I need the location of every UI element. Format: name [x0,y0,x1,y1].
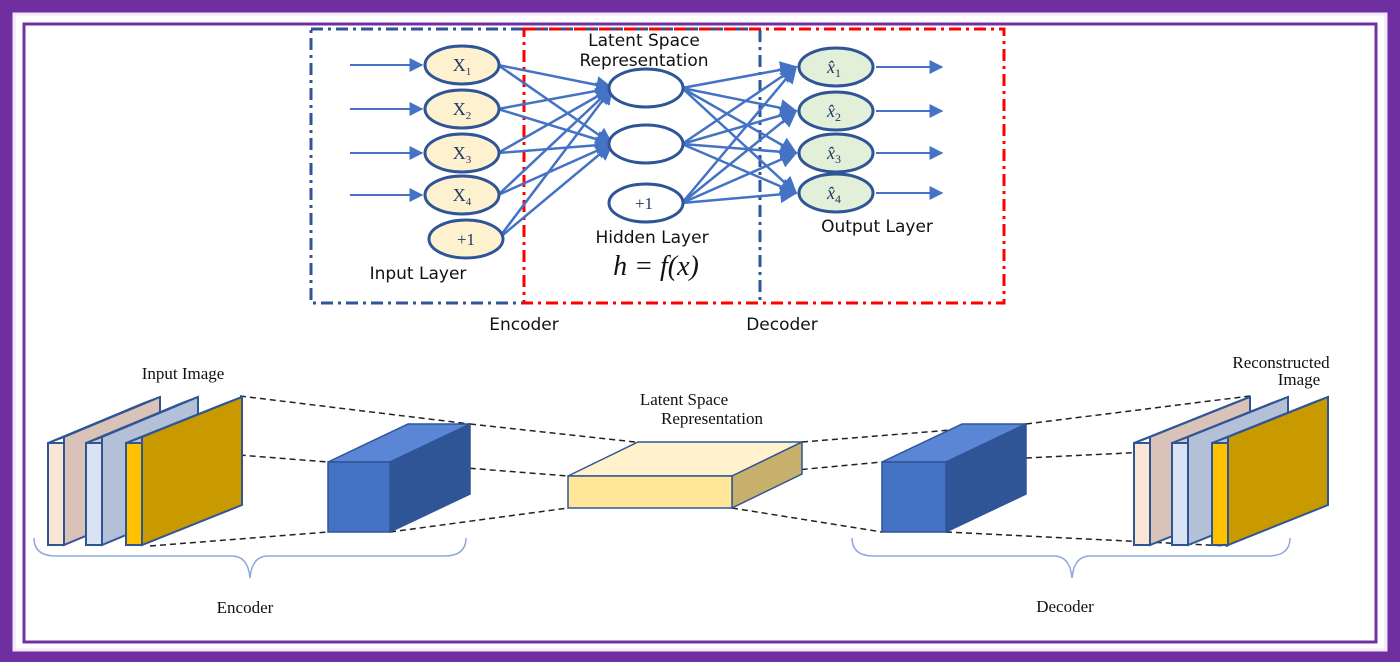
encoder-connection [497,142,614,240]
encoder-connection [497,63,614,94]
decoder-connection [681,151,798,205]
encoder-connection [497,136,614,155]
decoder-connection [681,109,798,204]
reconstructed-label-1: Reconstructed [1232,353,1330,372]
decoder-block [881,422,1027,534]
decoder-connection [681,142,798,195]
conv-autoencoder: Input Image Latent Space Representation … [33,353,1330,617]
encoder-connection [497,107,614,148]
hidden-bias-node [607,182,685,224]
encoder-connection [497,63,614,146]
latent-space-label-2: Representation [579,51,708,71]
hidden-formula: h = f(x) [613,251,699,282]
decoder-connection [681,87,798,195]
hidden-node [607,123,685,165]
encoder-label-top: Encoder [489,315,559,335]
reconstructed-image-stack [1133,395,1329,547]
latent-label-1: Latent Space [640,390,728,409]
output-node [797,132,875,174]
encoder-connection [497,86,614,240]
encoder-brace [33,537,467,579]
output-node [797,90,875,132]
encoder-connection [497,86,614,155]
encoder-block [327,422,471,534]
latent-label-2: Representation [661,409,763,428]
decoder-connection [681,86,798,117]
hidden-node [607,67,685,109]
input-image-stack [47,395,243,547]
decoder-connection [681,86,798,155]
input-layer-label: Input Layer [370,264,467,284]
encoder-connection [497,82,614,111]
input-image-label: Input Image [142,364,225,383]
input-node [423,174,501,216]
hidden-layer-label: Hidden Layer [595,228,708,248]
input-bias-node [427,218,505,260]
input-bias-label: +1 [457,230,475,249]
decoder-connection [681,142,798,161]
decoder-connection [681,61,798,90]
latent-space-label-1: Latent Space [588,31,700,51]
decoder-label-bottom: Decoder [1036,597,1094,616]
encoder-connection [497,86,614,196]
encoder-label-bottom: Encoder [217,598,274,617]
output-node [797,46,875,88]
output-layer-label: Output Layer [821,217,933,237]
input-node [423,132,501,174]
decoder-region [522,27,1006,305]
reconstructed-label-2: Image [1278,370,1320,389]
inner-panel [22,22,1378,644]
latent-block [567,440,803,510]
encoder-connection [497,142,614,197]
hidden-bias-label: +1 [635,194,653,213]
encoder-region [309,27,762,305]
decoder-brace [851,537,1291,579]
input-node [423,88,501,130]
output-node [797,172,875,214]
decoder-connection [681,106,798,146]
decoder-connection [681,185,798,205]
input-node [423,44,501,86]
decoder-connection [681,65,798,146]
decoder-connection [681,65,798,204]
decoder-label-top: Decoder [746,315,818,335]
